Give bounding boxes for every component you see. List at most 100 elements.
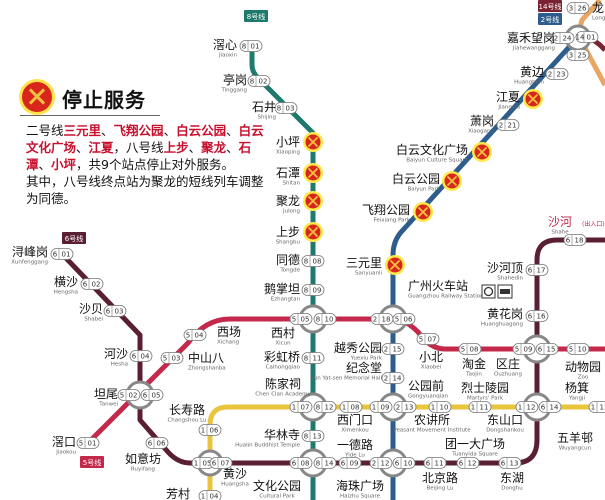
notice-text: 二号线 [26, 123, 64, 138]
station-name: 东山口 [487, 413, 523, 427]
station-name-en: Yide Lu [344, 453, 365, 459]
station-name-en: Xichang [217, 340, 239, 346]
notice-text: ，八号线 [113, 140, 164, 155]
station-yangji[interactable]: 113杨箕Yangji [565, 380, 605, 413]
closed-station-name: 聚龙 [201, 140, 227, 155]
station-name-en: Gongyuanqian [408, 394, 449, 400]
station-name-en: Peasant Movement Institute [393, 428, 471, 434]
notice-text: 、 [76, 140, 89, 155]
station-number: 05 [152, 392, 161, 400]
station-name: 文化公园 [253, 478, 301, 493]
station-name-en: Xicun [275, 341, 291, 347]
station-name: 石井 [252, 100, 276, 114]
station-number: 10 [578, 346, 587, 354]
station-name: 滘口 [52, 435, 76, 449]
station-name-en: Baiyun Culture Square [406, 158, 468, 164]
station-longgui[interactable]: 326龙归Longgui [566, 1, 605, 22]
station-name: 中山八 [188, 350, 224, 365]
line-number: 6 [148, 440, 153, 448]
station-name: 白云文化广场 [396, 142, 468, 157]
line-number: 1 [518, 404, 522, 412]
station-name: 沙河 [548, 215, 572, 229]
line-number: 2 [554, 35, 558, 43]
station-number: 03 [115, 308, 124, 316]
station-number: 07 [428, 336, 437, 344]
line-number: 6 [541, 404, 546, 412]
line-number: 8 [250, 78, 254, 86]
station-number: 11 [435, 460, 444, 468]
line-number: 2 [384, 375, 388, 383]
station-name-en: Ruyifang [131, 467, 155, 473]
station-name: 淘金 [462, 356, 486, 371]
station-number: 23 [557, 71, 566, 79]
station-number: 14 [550, 404, 559, 412]
station-number: 09 [524, 346, 533, 354]
station-name-en: Jiaoxin [218, 53, 237, 59]
station-number: 10 [440, 404, 449, 412]
station-name: 彩虹桥 [264, 350, 300, 364]
station-name: 纪念堂 [346, 360, 382, 375]
line-number: 1 [471, 404, 475, 412]
closed-station-x-icon [523, 89, 543, 109]
station-number: 08 [470, 346, 479, 354]
